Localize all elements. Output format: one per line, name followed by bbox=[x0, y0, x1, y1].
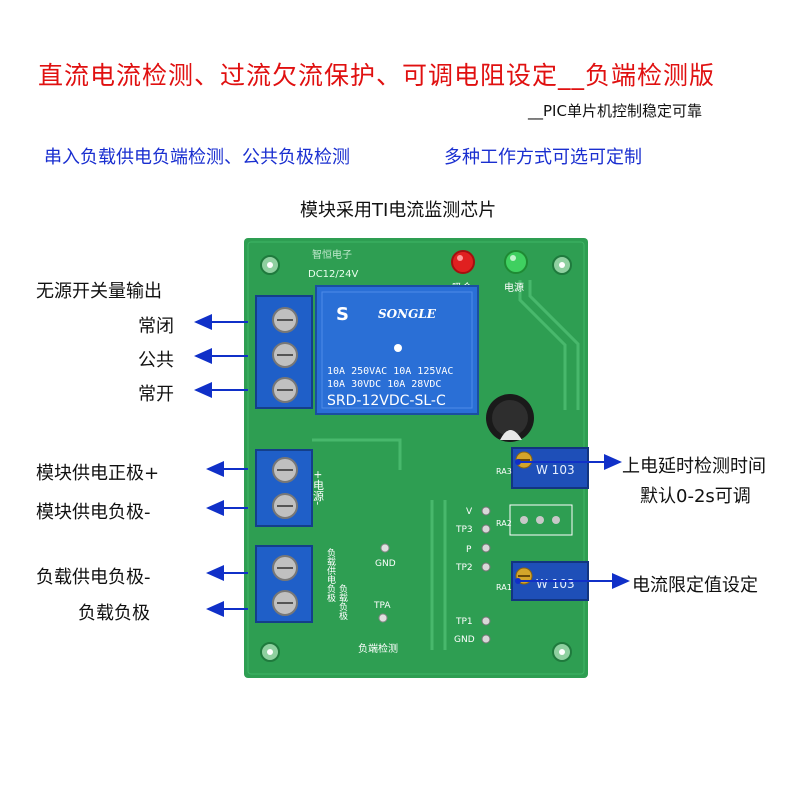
page-title: 直流电流检测、过流欠流保护、可调电阻设定__负端检测版 bbox=[38, 61, 716, 90]
feature-line-right: 多种工作方式可选可定制 bbox=[444, 147, 642, 168]
page-subtitle: __PIC单片机控制稳定可靠 bbox=[528, 102, 702, 120]
relay-specs-1: 10A 250VAC 10A 125VAC bbox=[327, 366, 453, 377]
label-load-supply-neg: 负载供电负极- bbox=[36, 567, 151, 588]
led-red bbox=[451, 250, 475, 274]
relay-brand: SONGLE bbox=[378, 307, 437, 321]
load-silk-2: 负载负极 bbox=[337, 583, 348, 621]
label-com: 公共 bbox=[138, 350, 174, 371]
power-silk: +电源- bbox=[312, 470, 325, 505]
label-supply-neg: 模块供电负极- bbox=[36, 502, 151, 523]
board-brand: 智恒电子 bbox=[312, 248, 352, 261]
led-green bbox=[504, 250, 528, 274]
silk-ra2: RA2 bbox=[496, 519, 512, 528]
svg-text:S: S bbox=[336, 304, 349, 325]
silk-neg-detect: 负端检测 bbox=[358, 642, 398, 655]
terminal-power bbox=[255, 449, 313, 527]
label-default-delay: 默认0-2s可调 bbox=[640, 486, 751, 507]
pot-ra3 bbox=[511, 447, 589, 489]
label-no: 常开 bbox=[138, 384, 174, 405]
pin-tp2: TP2 bbox=[455, 563, 473, 573]
chip-note: 模块采用TI电流监测芯片 bbox=[300, 200, 497, 221]
label-load-neg: 负载负极 bbox=[78, 603, 150, 624]
label-supply-pos: 模块供电正极+ bbox=[36, 463, 160, 484]
label-passive-output: 无源开关量输出 bbox=[36, 281, 162, 302]
label-current-limit: 电流限定值设定 bbox=[632, 575, 758, 596]
feature-line-left: 串入负载供电负端检测、公共负极检测 bbox=[44, 147, 350, 168]
label-nc: 常闭 bbox=[138, 316, 174, 337]
pin-p: P bbox=[466, 545, 472, 555]
load-silk-1: 负载供电负极 bbox=[325, 547, 336, 603]
led-power-label: 电源 bbox=[504, 281, 524, 294]
pin-tp1: TP1 bbox=[455, 617, 473, 627]
terminal-output bbox=[255, 295, 313, 409]
pin-gnd: GND bbox=[454, 635, 475, 645]
pin-tp3: TP3 bbox=[455, 525, 473, 535]
board-voltage: DC12/24V bbox=[308, 269, 359, 280]
silk-ra3: RA3 bbox=[496, 467, 512, 476]
relay-specs-2: 10A 30VDC 10A 28VDC bbox=[327, 379, 441, 390]
pot-ra1-code: W 103 bbox=[536, 577, 575, 591]
relay-model: SRD-12VDC-SL-C bbox=[327, 393, 446, 409]
pot-ra3-code: W 103 bbox=[536, 463, 575, 477]
silk-ra1: RA1 bbox=[496, 583, 512, 592]
terminal-load bbox=[255, 545, 313, 623]
pin-v: V bbox=[466, 507, 473, 517]
silk-tpa: TPA bbox=[373, 601, 391, 611]
silk-gnd: GND bbox=[375, 559, 396, 569]
label-power-on-delay: 上电延时检测时间 bbox=[622, 456, 766, 477]
